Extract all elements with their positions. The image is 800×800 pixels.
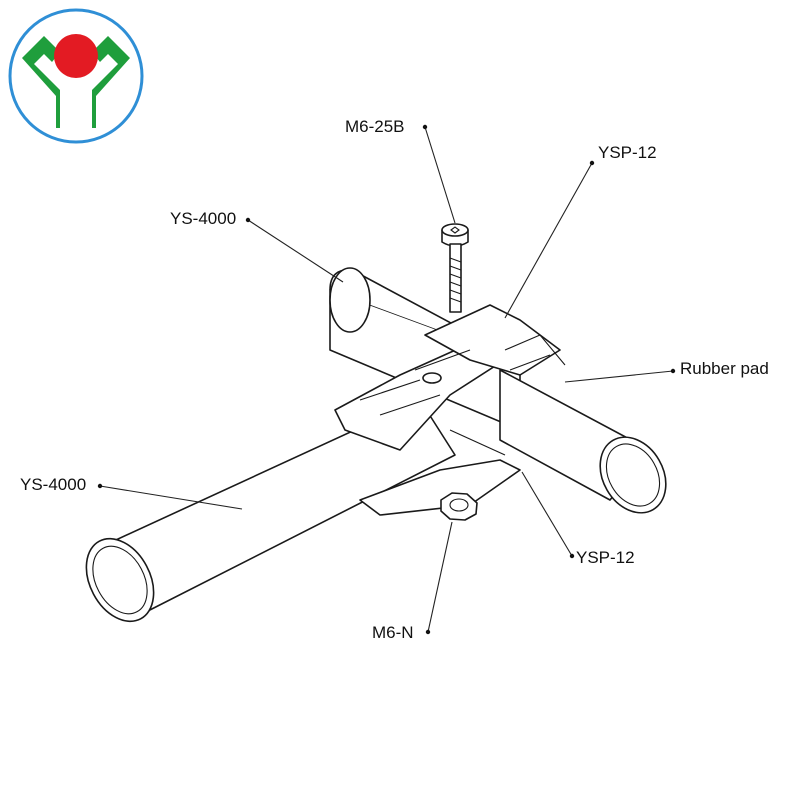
label-nut: M6-N: [372, 623, 414, 642]
label-pipe-lower: YS-4000: [20, 475, 86, 494]
lower-pipe-drawing: [85, 399, 456, 623]
logo-red-circle: [54, 34, 98, 78]
label-bolt: M6-25B: [345, 117, 405, 136]
leader-lines: [97, 124, 676, 635]
upper-pipe-drawing: [329, 267, 667, 514]
label-pipe-upper: YS-4000: [170, 209, 236, 228]
label-rubber-pad: Rubber pad: [680, 359, 769, 378]
nut-drawing: [440, 492, 478, 521]
company-logo: [8, 8, 144, 144]
bolt-drawing: [441, 223, 469, 313]
logo-y-shape: [22, 36, 130, 128]
clamp-body-drawing: [334, 304, 566, 516]
label-clamp-top: YSP-12: [598, 143, 657, 162]
label-clamp-bottom: YSP-12: [576, 548, 635, 567]
